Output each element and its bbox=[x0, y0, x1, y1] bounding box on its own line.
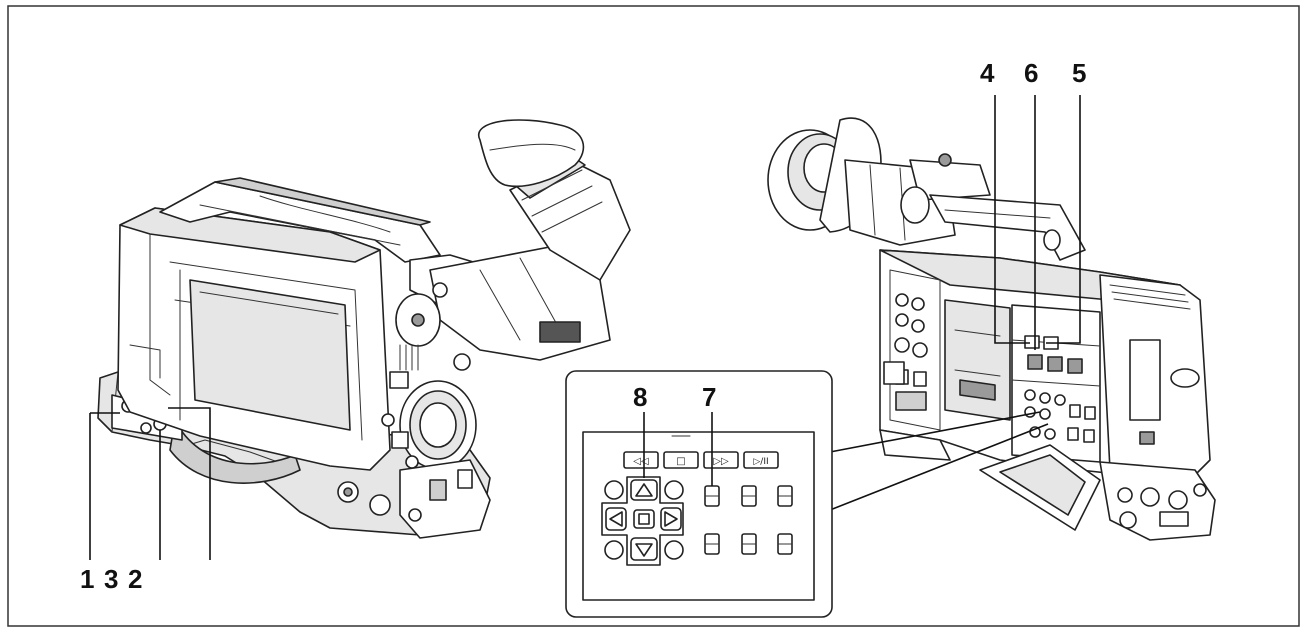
cursor-pad-set-icon bbox=[638, 513, 650, 525]
cursor-cross-outline bbox=[601, 476, 684, 566]
round-button-bottom-left[interactable] bbox=[604, 540, 624, 560]
toggle-switch-row-1-col-1[interactable] bbox=[704, 485, 720, 507]
toggle-switch-row-1-col-3[interactable] bbox=[777, 485, 793, 507]
rew-icon: ◁◁ bbox=[633, 456, 649, 467]
cursor-pad-down-icon bbox=[635, 543, 653, 557]
toggle-switch-row-2-col-3[interactable] bbox=[777, 533, 793, 555]
cursor-pad-right-icon bbox=[664, 511, 678, 527]
callout-6: 6 bbox=[1024, 58, 1038, 88]
callout-5: 5 bbox=[1072, 58, 1086, 88]
callout-2: 2 bbox=[128, 564, 142, 594]
leader-line-4 bbox=[994, 95, 1030, 344]
toggle-switch-row-2-col-1[interactable] bbox=[704, 533, 720, 555]
cursor-pad-left-icon bbox=[609, 511, 623, 527]
cursor-pad-up-icon bbox=[635, 483, 653, 497]
inset-zoom-line-top bbox=[829, 411, 1041, 453]
callout-7: 7 bbox=[702, 382, 716, 412]
leader-line-1 bbox=[89, 412, 120, 560]
stop-button[interactable]: □ bbox=[663, 451, 699, 469]
callout-1: 1 bbox=[80, 564, 94, 594]
leader-line-5 bbox=[1046, 95, 1081, 344]
ff-button[interactable]: ▷▷ bbox=[703, 451, 739, 469]
toggle-switch-row-2-col-2[interactable] bbox=[741, 533, 757, 555]
left-camera-illustration bbox=[97, 119, 631, 539]
figure-frame bbox=[7, 5, 1300, 627]
play-pause-icon: ▷/II bbox=[753, 457, 768, 467]
callout-4: 4 bbox=[980, 58, 995, 88]
leader-line-2 bbox=[168, 407, 211, 560]
stop-icon: □ bbox=[676, 456, 685, 467]
rew-button[interactable]: ◁◁ bbox=[623, 451, 659, 469]
round-button-bottom-right[interactable] bbox=[664, 540, 684, 560]
ff-icon: ▷▷ bbox=[713, 456, 729, 467]
cursor-right-button[interactable] bbox=[660, 507, 682, 531]
play-pause-button[interactable]: ▷/II bbox=[743, 451, 779, 469]
control-panel-inset: ◁◁ □ ▷▷ ▷/II bbox=[565, 370, 833, 618]
inset-zoom-line-bottom bbox=[829, 423, 1049, 511]
round-button-top-right[interactable] bbox=[664, 480, 684, 500]
round-button-top-left[interactable] bbox=[604, 480, 624, 500]
callout-8: 8 bbox=[633, 382, 647, 412]
cursor-down-button[interactable] bbox=[630, 537, 658, 561]
cursor-up-button[interactable] bbox=[630, 479, 658, 501]
cursor-left-button[interactable] bbox=[605, 507, 627, 531]
callout-3: 3 bbox=[104, 564, 118, 594]
toggle-switch-row-1-col-2[interactable] bbox=[741, 485, 757, 507]
set-button[interactable] bbox=[633, 509, 655, 529]
right-camera-illustration bbox=[767, 117, 1216, 541]
